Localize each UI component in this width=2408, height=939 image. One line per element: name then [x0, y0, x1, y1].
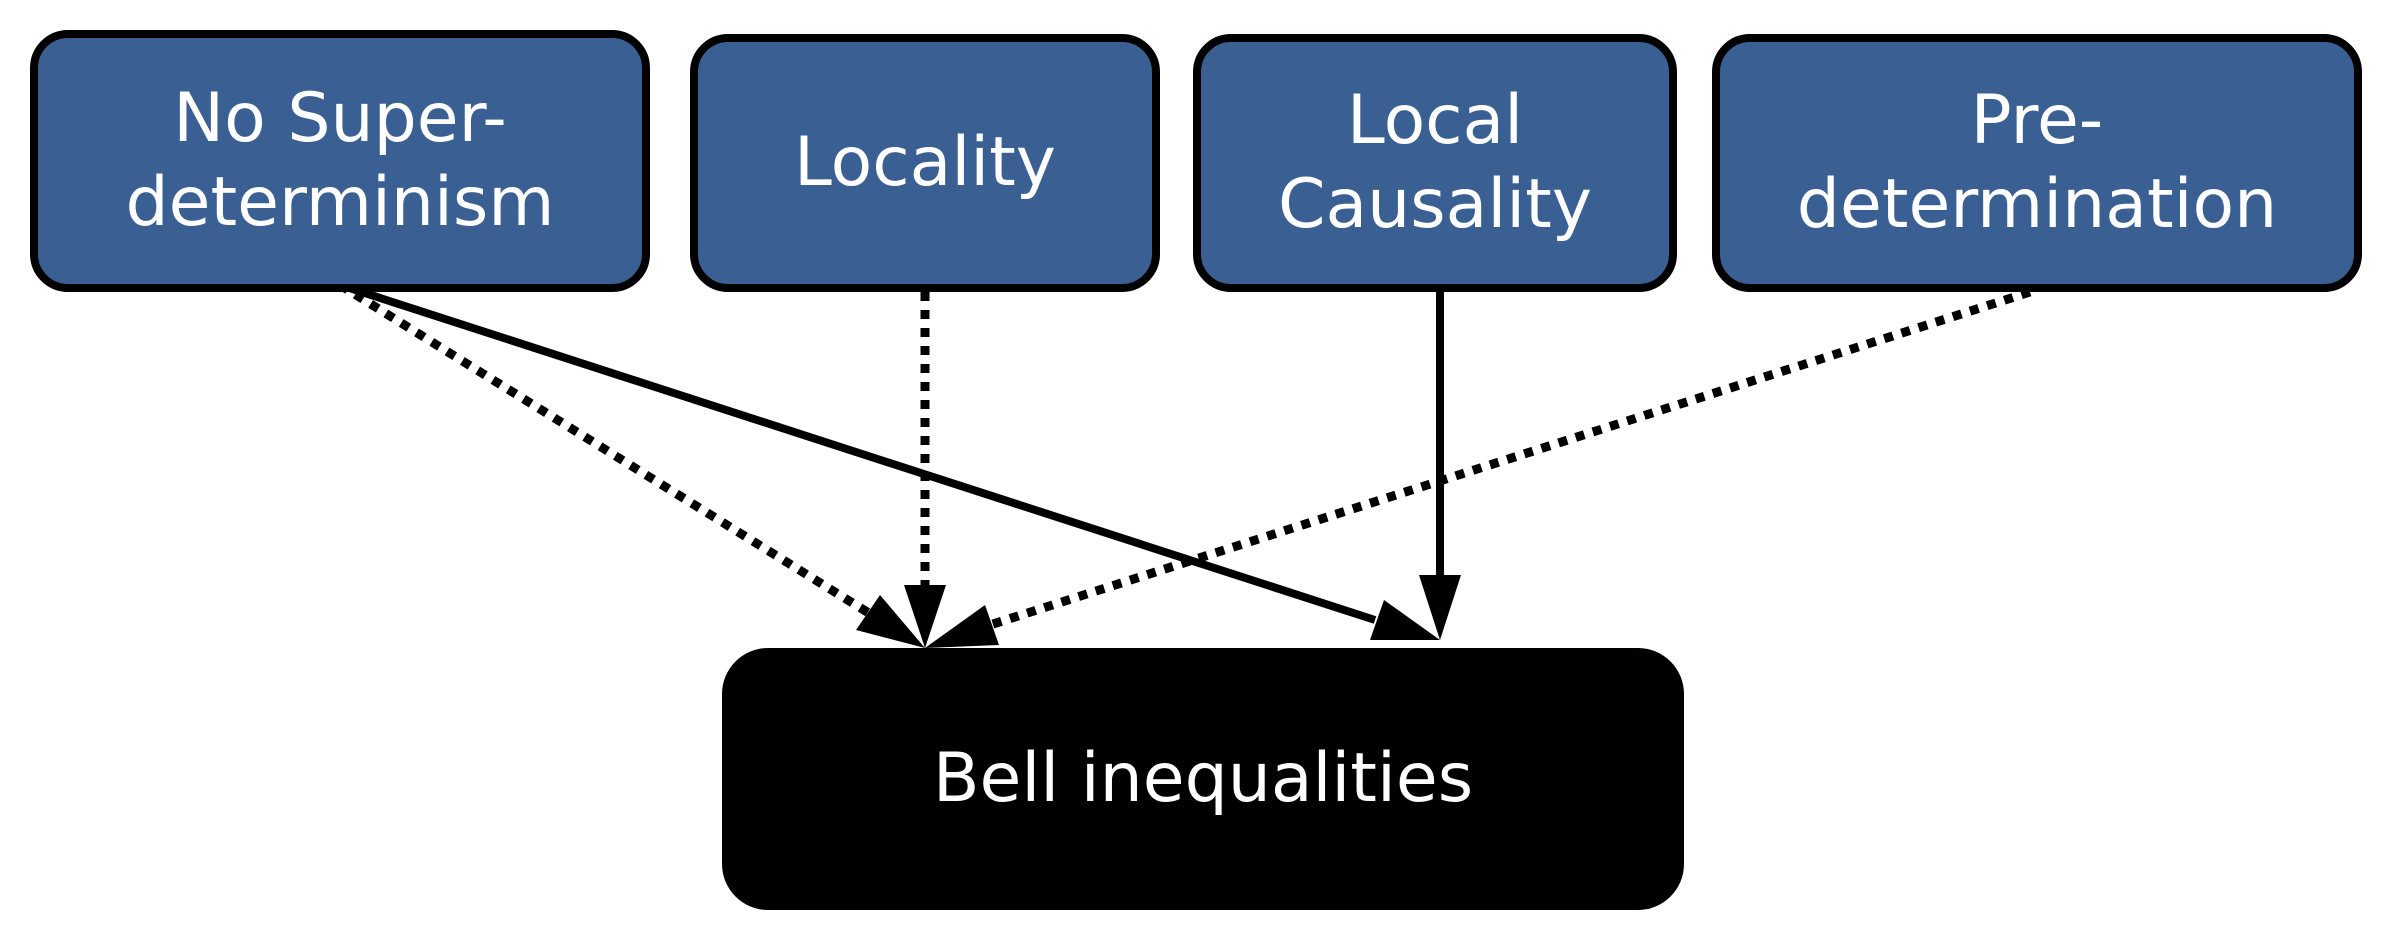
- node-no-superdeterminism-line1: No Super-: [173, 79, 507, 158]
- node-bell-inequalities: Bell inequalities: [722, 648, 1684, 910]
- edge-predetermination-to-bell: [988, 287, 2032, 630]
- node-predetermination: Pre- determination: [1712, 34, 2362, 292]
- node-locality-line1: Locality: [793, 123, 1057, 202]
- arrowhead-no-superdeterminism-solid: [1370, 600, 1440, 640]
- node-locality: Locality: [690, 34, 1160, 292]
- edge-no-superdeterminism-to-bell-solid: [338, 281, 1377, 624]
- node-local-causality-line1: Local: [1346, 81, 1524, 160]
- node-no-superdeterminism: No Super- determinism: [30, 30, 650, 292]
- arrowhead-no-superdeterminism-dotted: [856, 595, 925, 648]
- node-local-causality: Local Causality: [1193, 34, 1677, 292]
- node-predetermination-line2: determination: [1796, 165, 2278, 244]
- node-no-superdeterminism-line2: determinism: [125, 163, 555, 242]
- node-bell-inequalities-label: Bell inequalities: [932, 739, 1474, 818]
- edge-no-superdeterminism-to-bell-dotted: [337, 281, 883, 624]
- arrowhead-locality: [904, 585, 946, 648]
- arrowhead-local-causality: [1419, 575, 1461, 640]
- arrowhead-predetermination: [925, 605, 999, 648]
- node-local-causality-line2: Causality: [1277, 165, 1593, 244]
- node-predetermination-line1: Pre-: [1970, 81, 2104, 160]
